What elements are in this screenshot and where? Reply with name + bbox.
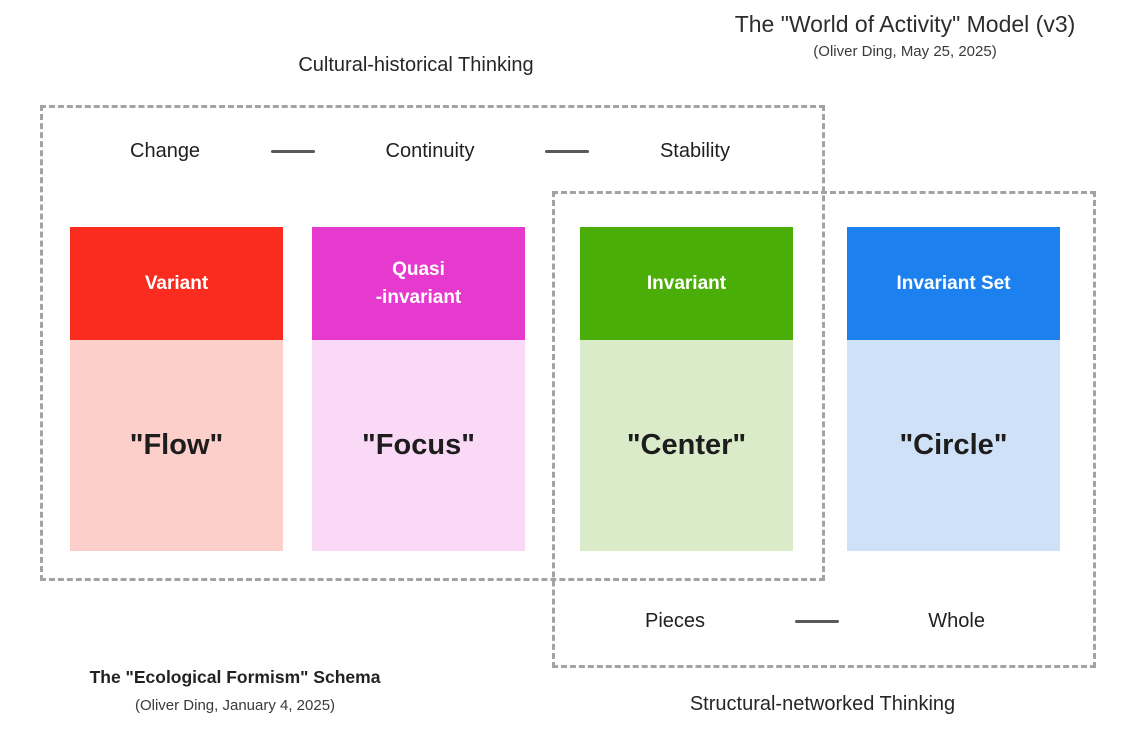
card-quasi-invariant-header: Quasi -invariant [312,227,525,340]
card-invariant-header: Invariant [580,227,793,340]
card-quasi-invariant-body: "Focus" [312,340,525,551]
spectrum-label-continuity: Continuity [385,139,475,162]
card-quasi-invariant: Quasi -invariant "Focus" [312,227,525,551]
schema-subtitle: (Oliver Ding, January 4, 2025) [134,697,336,714]
cultural-region-boundary [40,105,825,581]
connector-line [270,149,315,153]
card-variant-term: "Flow" [129,429,224,461]
cultural-region-title: Cultural-historical Thinking [298,54,534,76]
structural-region-title: Structural-networked Thinking [689,693,956,715]
model-title: The "World of Activity" Model (v3) [734,11,1076,37]
spectrum-label-whole: Whole [928,609,985,632]
card-invariant-set-term: "Circle" [899,429,1008,461]
structural-region-boundary [552,191,1096,668]
card-invariant-body: "Center" [580,340,793,551]
model-credit: (Oliver Ding, May 25, 2025) [813,42,997,60]
spectrum-label-change: Change [130,139,201,162]
spectrum-label-pieces: Pieces [645,609,706,632]
card-invariant-set-header: Invariant Set [847,227,1060,340]
card-quasi-invariant-term: "Focus" [362,429,475,461]
structural-spectrum: Pieces Whole [645,606,985,636]
card-variant-body: "Flow" [70,340,283,551]
cultural-spectrum: Change Continuity Stability [130,136,730,166]
connector-line [545,149,590,153]
model-header: The "World of Activity" Model (v3) (Oliv… [680,10,1130,60]
card-variant: Variant "Flow" [70,227,283,551]
card-invariant: Invariant "Center" [580,227,793,551]
spectrum-label-stability: Stability [659,139,730,162]
schema-credit: The "Ecological Formism" Schema (Oliver … [35,667,435,714]
card-invariant-set: Invariant Set "Circle" [847,227,1060,551]
card-variant-header: Variant [70,227,283,340]
card-invariant-set-body: "Circle" [847,340,1060,551]
schema-title: The "Ecological Formism" Schema [89,667,381,687]
card-invariant-term: "Center" [626,429,747,461]
connector-line [794,619,839,623]
